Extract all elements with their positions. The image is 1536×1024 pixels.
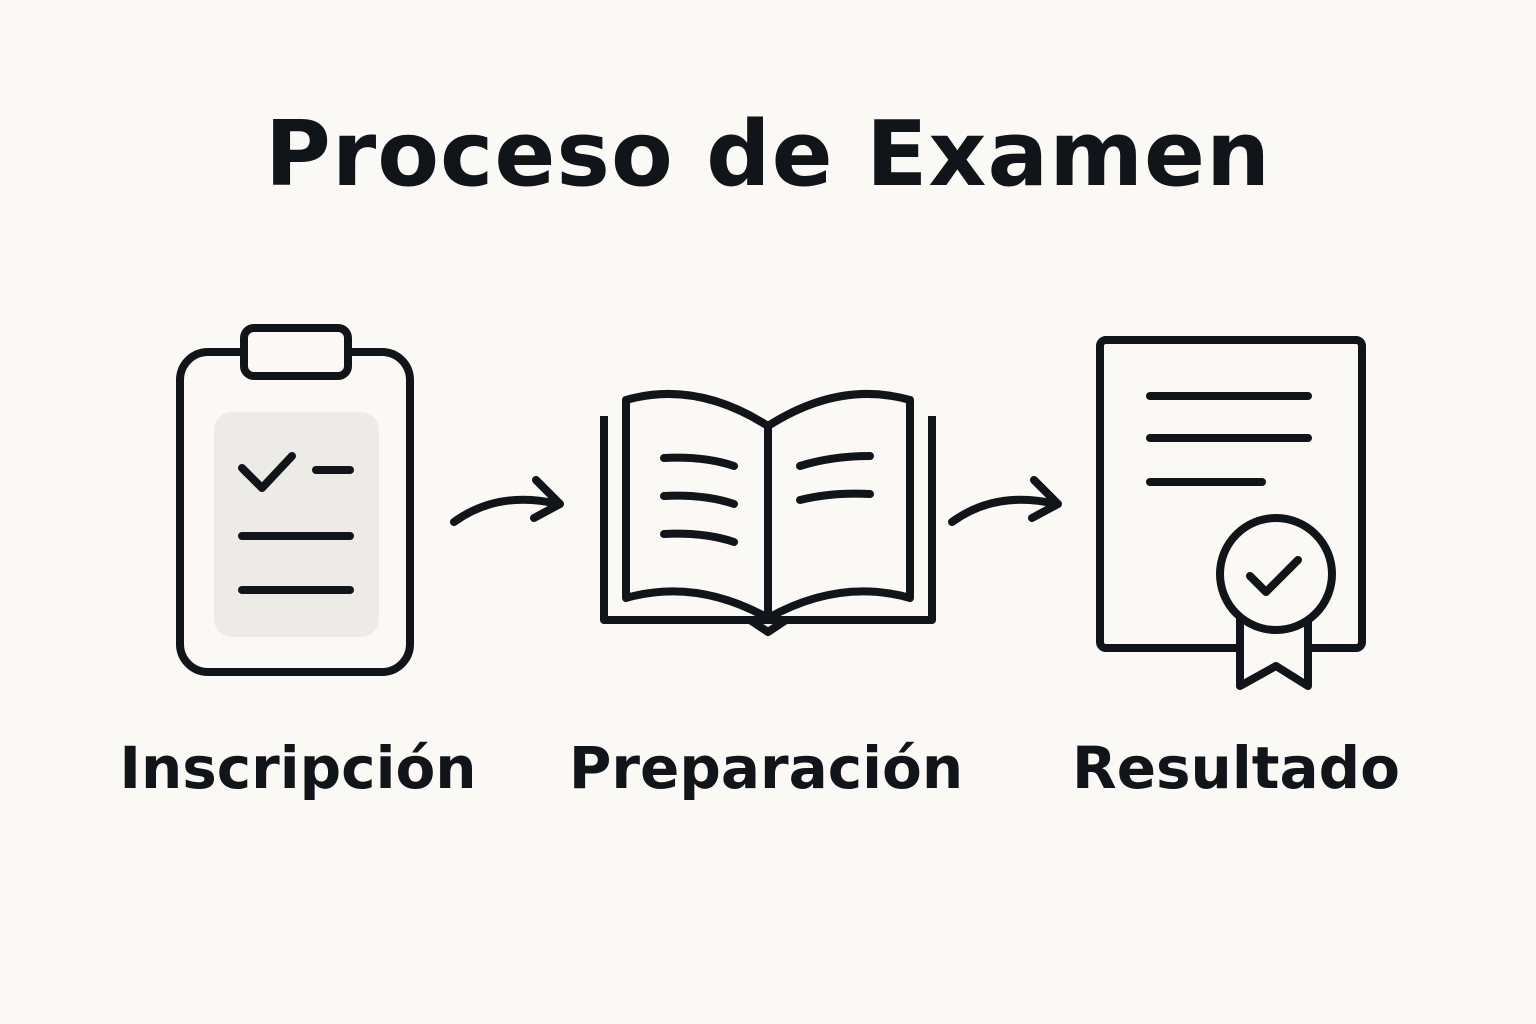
diagram-title: Proceso de Examen: [264, 102, 1272, 207]
open-book-icon: [600, 386, 936, 640]
arrow-right-icon: [448, 470, 570, 530]
arrow-right-icon: [946, 470, 1068, 530]
certificate-badge-icon: [1094, 334, 1370, 696]
step-label-preparacion: Preparación: [568, 734, 964, 802]
step-label-inscripcion: Inscripción: [119, 734, 477, 802]
step-label-resultado: Resultado: [1072, 734, 1400, 802]
clipboard-checklist-icon: [174, 320, 418, 680]
